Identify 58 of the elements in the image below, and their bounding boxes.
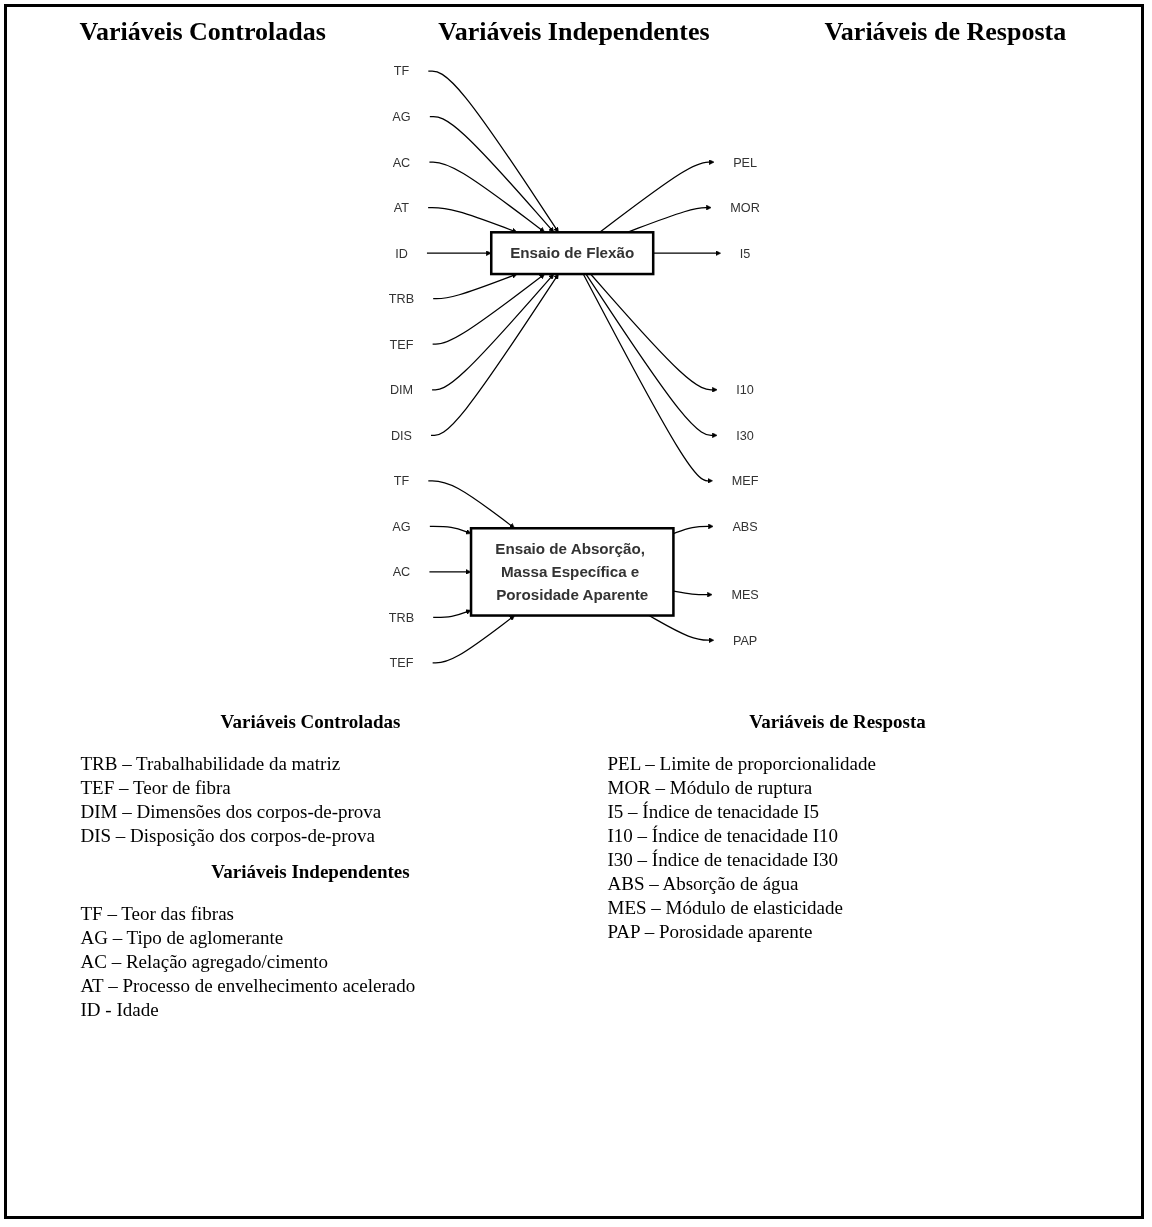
- node-text: ABS: [732, 519, 758, 534]
- node-text: TF: [393, 473, 409, 488]
- legend-entry: DIS – Disposição dos corpos-de-prova: [80, 825, 376, 847]
- node-text: PEL: [732, 155, 757, 170]
- arrow: [427, 480, 515, 529]
- arrow: [431, 615, 515, 664]
- node-text: MOR: [729, 200, 760, 215]
- node-text: MES: [731, 587, 759, 602]
- node-text: TRB: [388, 291, 414, 306]
- node-text: AT: [393, 200, 409, 215]
- arrow: [652, 250, 721, 256]
- node-text: MEF: [731, 473, 759, 488]
- node-text: I5: [739, 246, 751, 261]
- column-heading: Variáveis Independentes: [437, 17, 711, 47]
- node-text: DIS: [390, 428, 412, 443]
- legend-heading: Variáveis Independentes: [210, 861, 411, 883]
- node-text: TF: [393, 64, 409, 78]
- legend-entry: TF – Teor das fibras: [80, 903, 235, 925]
- node-text: PAP: [732, 633, 757, 648]
- legend-entry: DIM – Dimensões dos corpos-de-prova: [80, 801, 383, 823]
- legend-entry: AG – Tipo de aglomerante: [80, 927, 285, 949]
- legend-entry: MOR – Módulo de ruptura: [607, 777, 814, 799]
- arrow: [428, 115, 554, 233]
- node-box: Ensaio de Flexão: [489, 231, 655, 276]
- legend-entry: TRB – Trabalhabilidade da matriz: [80, 753, 342, 775]
- legend-entry: MES – Módulo de elasticidade: [607, 897, 844, 919]
- arrow: [427, 70, 559, 233]
- legend-entry: PAP – Porosidade aparente: [607, 921, 814, 943]
- node-text: AC: [392, 155, 410, 170]
- legend-entry: PEL – Limite de proporcionalidade: [607, 753, 877, 775]
- node-text: TEF: [389, 656, 414, 670]
- legend-entry: ID - Idade: [80, 999, 160, 1021]
- arrow: [428, 161, 545, 233]
- arrow: [432, 609, 471, 619]
- node-text: AG: [391, 109, 411, 124]
- node-text: I10: [735, 382, 754, 397]
- column-heading: Variáveis Controladas: [78, 17, 327, 47]
- legend-entry: I5 – Índice de tenacidade I5: [607, 801, 821, 823]
- node-box: Ensaio de Absorção, Massa Específica e Porosidade Aparente: [469, 527, 675, 617]
- arrow: [428, 525, 471, 535]
- arrow: [428, 569, 471, 575]
- node-text: TEF: [389, 337, 414, 352]
- arrow: [598, 159, 715, 233]
- node-text: AG: [391, 519, 411, 534]
- legend-entry: TEF – Teor de fibra: [80, 777, 232, 799]
- column-heading: Variáveis de Resposta: [823, 17, 1068, 47]
- legend-heading: Variáveis de Resposta: [748, 711, 927, 733]
- node-text: I30: [735, 428, 754, 443]
- legend-entry: I10 – Índice de tenacidade I10: [607, 825, 840, 847]
- node-text: AC: [392, 564, 410, 579]
- node-text: DIM: [389, 382, 413, 397]
- legend-heading: Variáveis Controladas: [219, 711, 402, 733]
- legend-entry: ABS – Absorção de água: [607, 873, 800, 895]
- legend-entry: AC – Relação agregado/cimento: [80, 951, 329, 973]
- node-text: TRB: [388, 610, 414, 625]
- legend-entry: AT – Processo de envelhecimento acelerado: [80, 975, 417, 997]
- node-text: ID: [394, 246, 408, 261]
- legend-entry: I30 – Índice de tenacidade I30: [607, 849, 840, 871]
